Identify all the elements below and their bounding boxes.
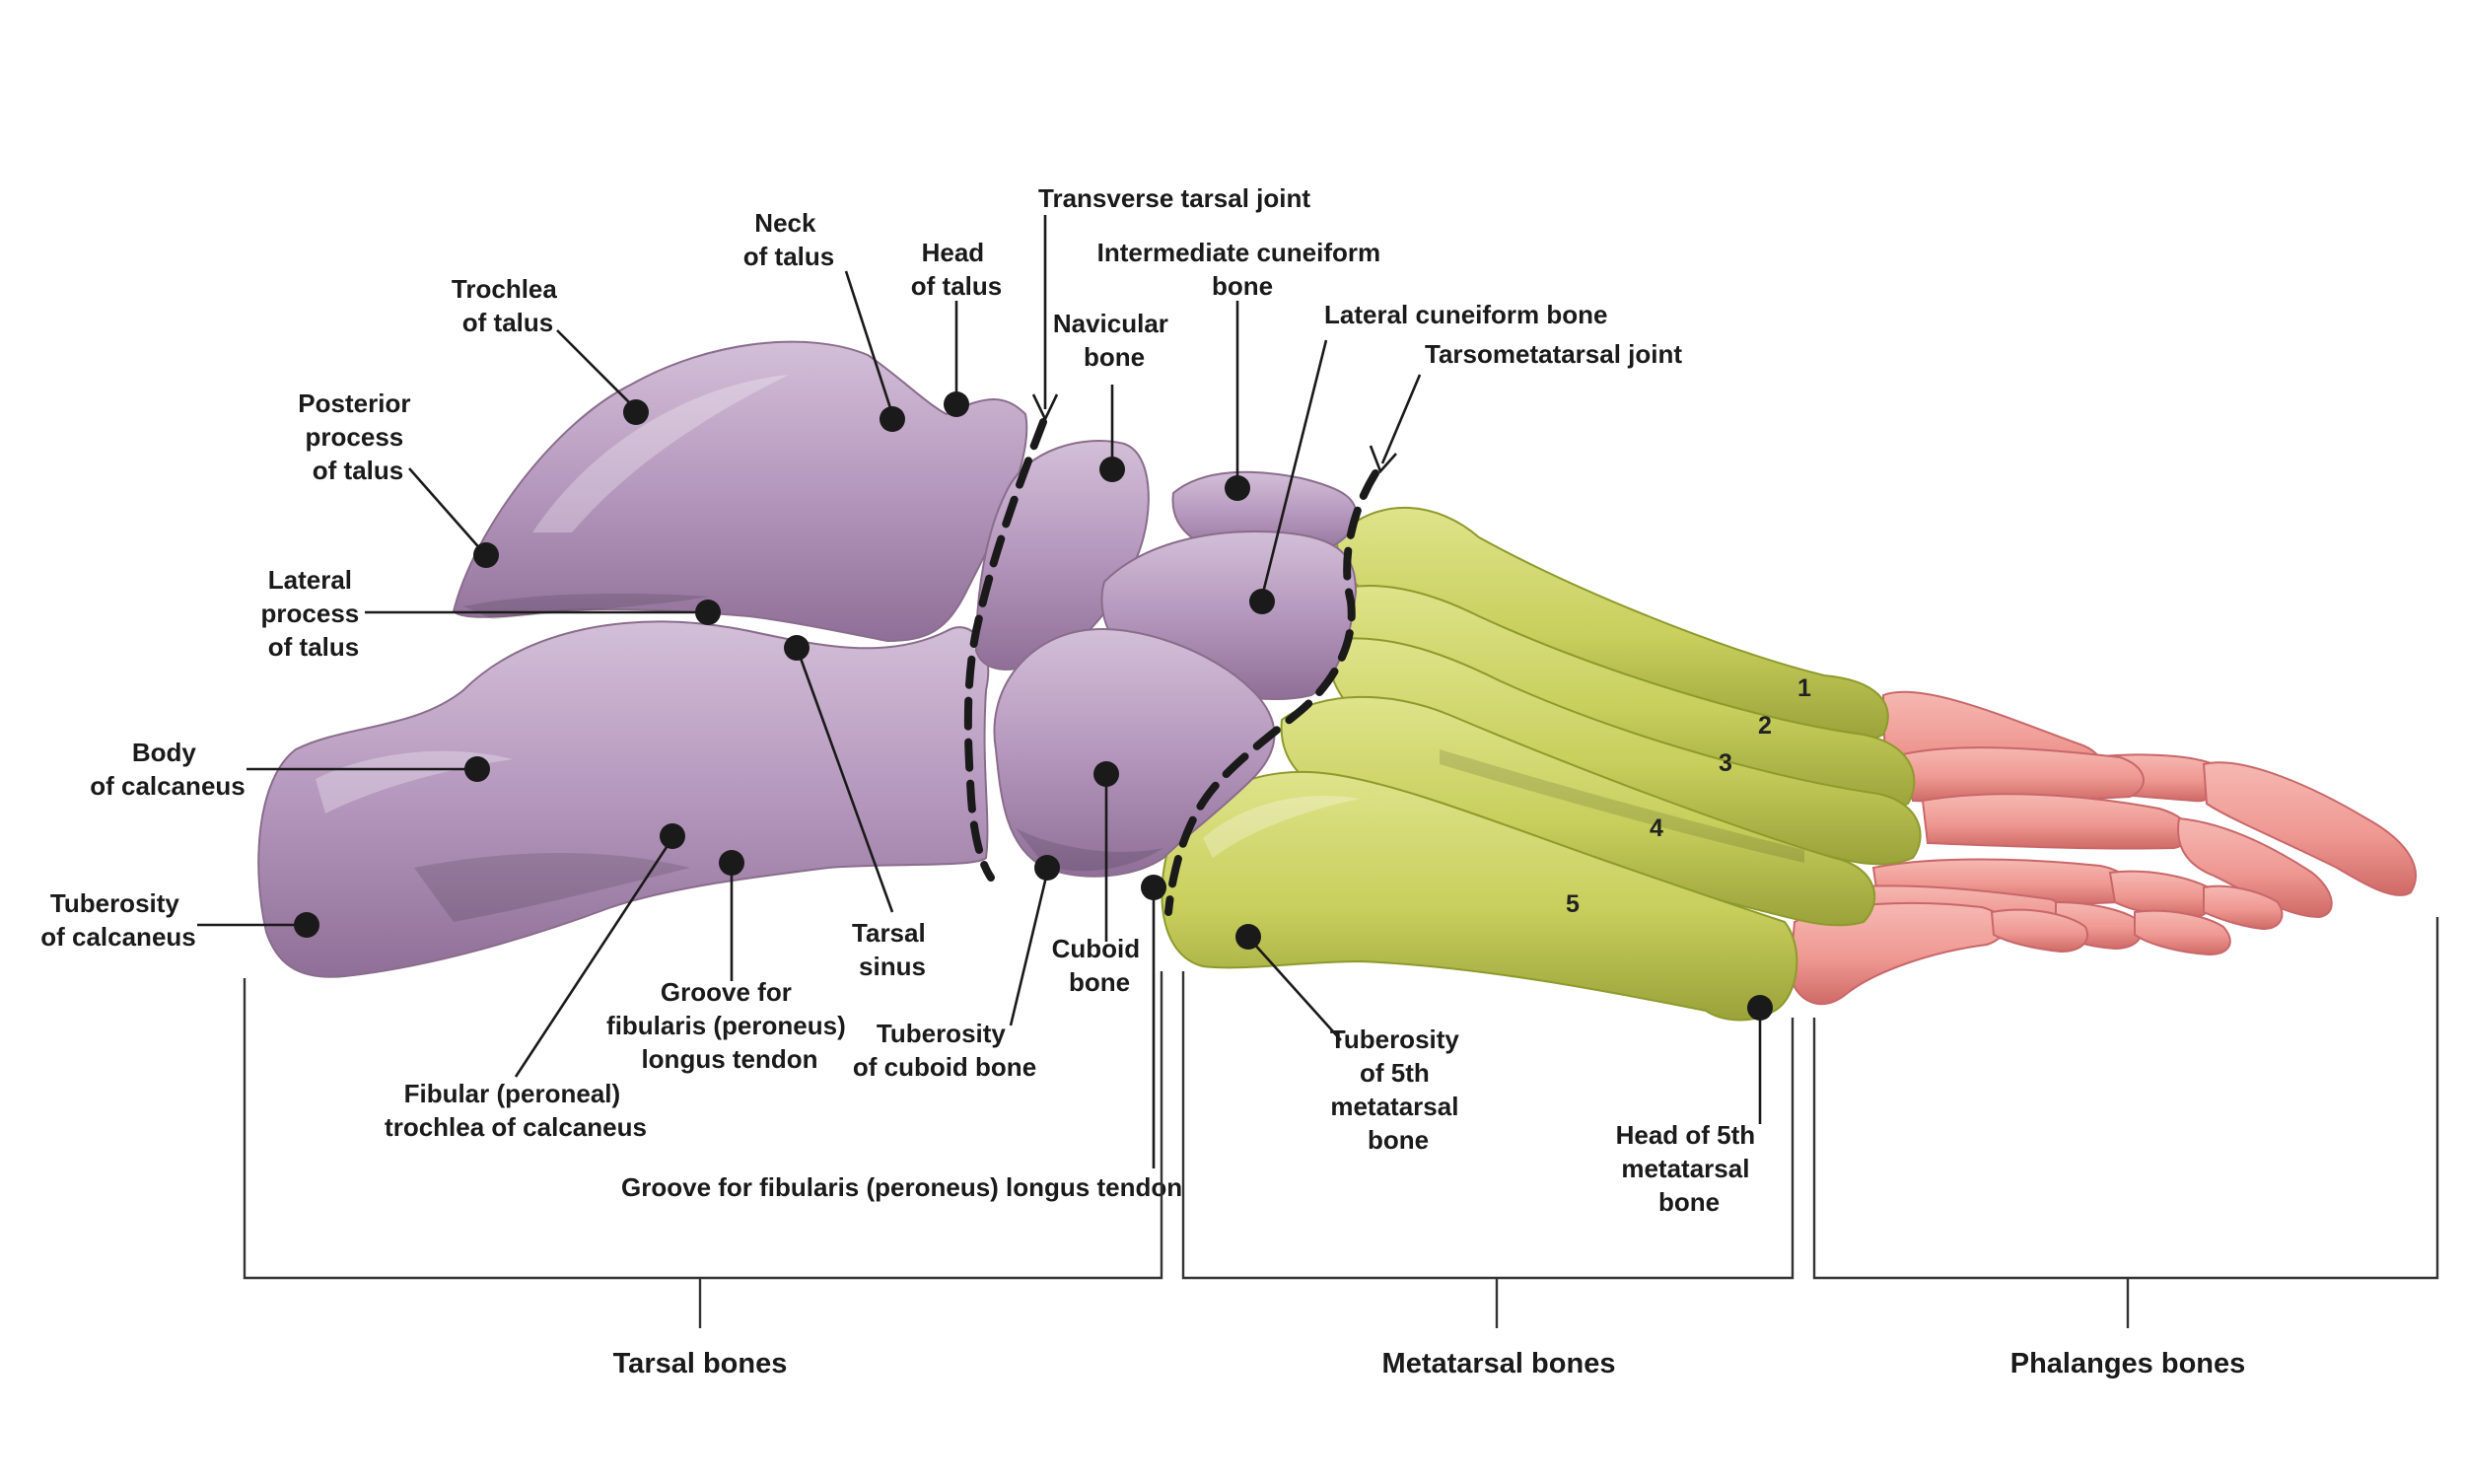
label-cuboid: Cuboid bone	[1052, 934, 1148, 997]
label-fibular-trochlea: Fibular (peroneal) trochlea of calcaneus	[385, 1079, 647, 1142]
metatarsal-number-1: 1	[1797, 674, 1811, 702]
bracket-metatarsal	[1181, 971, 1795, 1280]
group-brackets: Tarsal bones Metatarsal bones Phalanges …	[243, 917, 2439, 1379]
marker-groove-fibularis-long	[1141, 875, 1166, 900]
label-transverse-tarsal-joint: Transverse tarsal joint	[1038, 183, 1310, 213]
marker-tuberosity-calcaneus	[294, 912, 319, 938]
bracket-tarsal	[243, 971, 1163, 1280]
label-lateral-cuneiform: Lateral cuneiform bone	[1324, 300, 1608, 329]
group-label-metatarsal: Metatarsal bones	[1382, 1348, 1616, 1379]
phalanx-toe5-proximal	[1788, 901, 2007, 1006]
phalanges-group	[1788, 690, 2417, 1006]
label-lateral-process-talus: Lateral process of talus	[261, 565, 367, 662]
marker-head-talus	[944, 391, 969, 417]
metatarsal-number-5: 5	[1566, 890, 1580, 918]
label-tuberosity-5th-metatarsal: Tuberosity of 5th metatarsal bone	[1330, 1025, 1466, 1155]
marker-tarsal-sinus	[784, 635, 810, 661]
transverse-tarsal-joint-line	[963, 418, 1047, 882]
label-tuberosity-calcaneus: Tuberosity of calcaneus	[40, 888, 196, 952]
marker-groove-fibularis	[719, 850, 744, 876]
marker-posterior-process-talus	[473, 542, 499, 568]
bracket-phalanges	[1812, 917, 2439, 1280]
metatarsal-number-4: 4	[1650, 814, 1663, 842]
marker-neck-talus	[880, 406, 905, 432]
group-label-phalanges: Phalanges bones	[2010, 1348, 2246, 1379]
label-trochlea-talus: Trochlea of talus	[452, 274, 564, 337]
marker-intermediate-cuneiform	[1225, 475, 1250, 501]
leader-lines	[197, 215, 1773, 1168]
group-label-tarsal: Tarsal bones	[613, 1348, 788, 1379]
metatarsal-numbers: 1 2 3 4 5	[1566, 674, 1811, 918]
metatarsal-number-2: 2	[1758, 712, 1772, 740]
tarsometatarsal-joint-line	[1164, 469, 1379, 916]
label-tarsal-sinus: Tarsal sinus	[852, 918, 933, 981]
metatarsal-number-3: 3	[1719, 749, 1732, 777]
label-navicular: Navicular bone	[1053, 309, 1175, 372]
marker-body-calcaneus	[464, 756, 490, 782]
phalanx-toe2-middle	[1921, 793, 2192, 850]
marker-tuberosity-5th-metatarsal	[1235, 924, 1261, 950]
marker-trochlea-talus	[623, 399, 649, 425]
label-head-talus: Head of talus	[911, 238, 1002, 301]
labels: Trochlea of talus Neck of talus Head of …	[40, 183, 1763, 1217]
marker-lateral-cuneiform	[1249, 589, 1275, 614]
phalanx-toe1-distal	[2202, 761, 2417, 896]
marker-cuboid	[1093, 761, 1119, 787]
metatarsals-group	[1161, 507, 1922, 1022]
label-neck-talus: Neck of talus	[743, 208, 834, 271]
marker-fibular-trochlea	[660, 823, 685, 849]
marker-head-5th-metatarsal	[1747, 995, 1773, 1021]
tarsals-group	[257, 340, 1358, 978]
label-groove-fibularis: Groove for fibularis (peroneus) longus t…	[606, 977, 853, 1074]
metatarsal-5	[1161, 770, 1798, 1022]
label-tuberosity-cuboid: Tuberosity of cuboid bone	[853, 1019, 1036, 1082]
marker-tuberosity-cuboid	[1034, 855, 1060, 881]
label-groove-fibularis-long: Groove for fibularis (peroneus) longus t…	[621, 1172, 1182, 1202]
phalanx-toe3-distal	[2203, 884, 2284, 931]
phalanx-toe2-distal	[2177, 816, 2333, 919]
marker-navicular	[1099, 457, 1125, 482]
label-intermediate-cuneiform: Intermediate cuneiform bone	[1097, 238, 1388, 301]
label-posterior-process-talus: Posterior process of talus	[298, 389, 417, 485]
marker-lateral-process-talus	[695, 600, 721, 625]
label-head-5th-metatarsal: Head of 5th metatarsal bone	[1616, 1120, 1763, 1217]
label-body-calcaneus: Body of calcaneus	[90, 738, 246, 801]
phalanx-toe4-distal	[2134, 909, 2231, 956]
phalanx-toe5-distal	[1990, 908, 2088, 954]
calcaneus-bone	[257, 620, 990, 978]
label-tarsometatarsal-joint: Tarsometatarsal joint	[1425, 339, 1682, 369]
